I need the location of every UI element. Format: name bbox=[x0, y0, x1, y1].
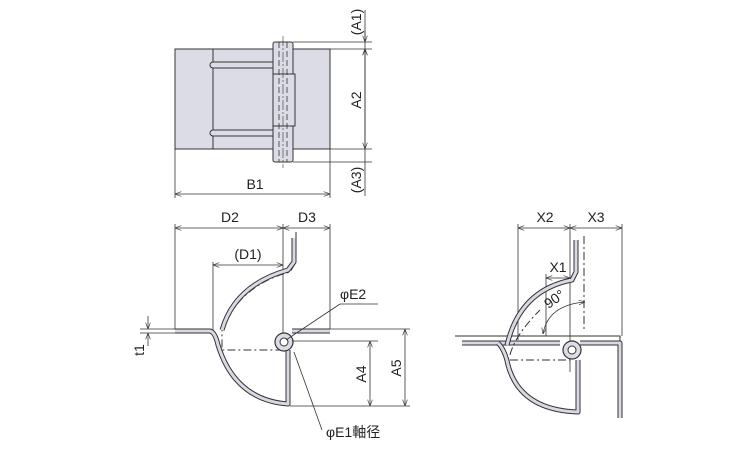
hinge-leaf-fill bbox=[175, 329, 290, 406]
label-e1: φE1軸径 bbox=[326, 424, 380, 440]
slot-bottom bbox=[209, 129, 276, 137]
dim-d2: D2 bbox=[221, 209, 239, 225]
dim-d1: (D1) bbox=[234, 246, 261, 262]
frame-leaf-fill bbox=[580, 341, 622, 418]
side-view: D2 D3 (D1) t1 A4 A5 φE2 φE1軸径 bbox=[131, 209, 410, 440]
frame-leaf-outline bbox=[580, 340, 623, 418]
leader-line-e1 bbox=[293, 351, 323, 431]
dim-x3: X3 bbox=[587, 209, 604, 225]
dim-d3: D3 bbox=[298, 209, 316, 225]
label-e2: φE2 bbox=[340, 286, 366, 302]
dim-t1: t1 bbox=[131, 344, 147, 356]
open-view: X2 X3 X1 90° bbox=[455, 209, 623, 418]
dim-b1: B1 bbox=[246, 176, 263, 192]
knuckle-center-segment bbox=[272, 73, 296, 127]
dim-a4: A4 bbox=[353, 365, 369, 382]
dim-a2: A2 bbox=[348, 91, 364, 108]
dim-a1: (A1) bbox=[348, 9, 364, 35]
slot-top bbox=[209, 61, 276, 69]
dim-a5: A5 bbox=[388, 359, 404, 376]
leader-line-e2 bbox=[285, 303, 341, 341]
frame-outline bbox=[455, 335, 621, 418]
curved-leaf-fill bbox=[505, 240, 578, 346]
dim-a3: (A3) bbox=[348, 167, 364, 193]
curved-leaf-fill bbox=[220, 238, 296, 331]
closed-position-arc bbox=[509, 309, 541, 356]
top-view: (A1) A2 (A3) B1 bbox=[174, 9, 372, 198]
pin-hole bbox=[567, 345, 577, 355]
angle-arc bbox=[543, 302, 585, 334]
hinge-leaf-outline bbox=[175, 328, 291, 407]
hinge-leaf-fill bbox=[496, 341, 580, 414]
dim-x2: X2 bbox=[536, 209, 553, 225]
dim-x1: X1 bbox=[549, 259, 566, 275]
